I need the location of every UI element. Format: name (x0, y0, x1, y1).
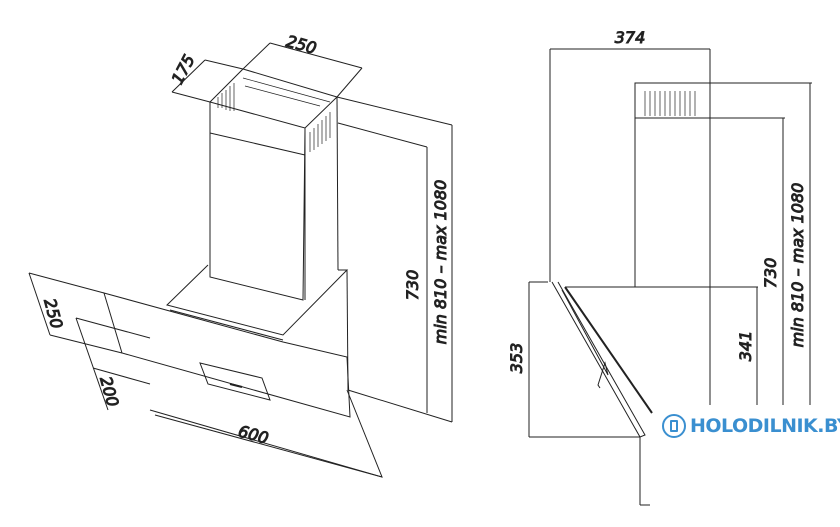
dim-side-chimney-height: 730 (761, 258, 780, 289)
side-chimney (634, 82, 711, 288)
control-panel (199, 362, 271, 401)
dim-glass-depth: 250 (40, 296, 66, 330)
side-glass (551, 281, 646, 438)
dim-chimney-depth: 175 (168, 51, 199, 87)
dim-side-glass-height: 353 (507, 343, 526, 374)
watermark-text: HOLODILNIK.BY (690, 415, 840, 437)
dim-glass-lower: 200 (96, 374, 122, 408)
dim-side-body-height: 341 (736, 331, 755, 362)
dim-chimney-width: 250 (284, 32, 318, 58)
dim-side-total-height: min 810 – max 1080 (788, 183, 807, 348)
iso-view (28, 42, 453, 478)
watermark-logo: HOLODILNIK.BY (662, 414, 840, 438)
vent-slots (217, 77, 331, 152)
glass-panel (103, 292, 351, 418)
side-view (528, 48, 812, 506)
dim-total-height: min 810 – max 1080 (431, 180, 450, 345)
dim-side-depth: 374 (615, 28, 646, 47)
dim-width: 600 (236, 422, 270, 448)
mount-frame (166, 264, 349, 336)
chimney-front (209, 102, 306, 301)
dim-chimney-height: 730 (403, 270, 422, 301)
fridge-icon (662, 414, 686, 438)
